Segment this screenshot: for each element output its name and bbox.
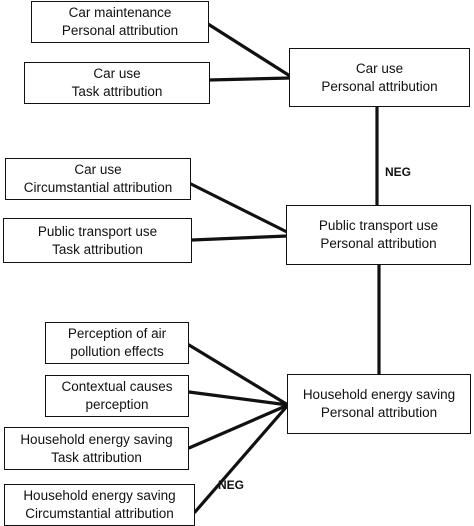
node-line: Task attribution xyxy=(51,449,142,465)
node-line: Personal attribution xyxy=(321,78,438,94)
edge-household-task-to-household-energy-personal xyxy=(187,403,290,450)
node-public-transport-personal: Public transport use Personal attributio… xyxy=(286,205,471,265)
node-line: pollution effects xyxy=(70,344,164,359)
node-line: Personal attribution xyxy=(61,23,179,38)
node-line: Car use xyxy=(355,60,404,76)
node-public-transport-task: Public transport use Task attribution xyxy=(3,218,192,263)
node-line: perception xyxy=(85,397,149,412)
edge-public-transport-task-to-public-transport-personal xyxy=(190,234,289,242)
node-line: Public transport use xyxy=(318,218,439,233)
edge-car-use-task-to-car-use-personal xyxy=(207,76,292,82)
node-line: Household energy saving xyxy=(20,431,173,447)
edge-household-circumstantial-to-household-energy-personal xyxy=(193,403,290,514)
node-car-use-task: Car use Task attribution xyxy=(24,62,210,104)
node-household-energy-circumstantial: Household energy saving Circumstantial a… xyxy=(4,484,195,526)
edge-car-use-circumstantial-to-public-transport-personal xyxy=(189,182,289,234)
node-household-energy-personal: Household energy saving Personal attribu… xyxy=(287,374,471,434)
node-line: Household energy saving xyxy=(302,387,456,402)
node-line: Contextual causes xyxy=(61,379,173,394)
edge-label-neg: NEG xyxy=(218,478,245,492)
node-car-use-circumstantial: Car use Circumstantial attribution xyxy=(5,158,191,200)
node-line: Household energy saving xyxy=(23,488,176,503)
node-line: Task attribution xyxy=(52,241,143,257)
node-car-use-personal: Car use Personal attribution xyxy=(289,48,470,107)
edge-car-maintenance-to-car-use-personal xyxy=(206,22,292,78)
node-line: Circumstantial attribution xyxy=(25,506,174,521)
node-household-energy-task: Household energy saving Task attribution xyxy=(4,427,189,470)
node-car-maintenance: Car maintenance Personal attribution xyxy=(31,1,209,43)
node-line: Car use xyxy=(93,66,141,81)
node-line: Public transport use xyxy=(37,223,158,239)
edge-label-neg: NEG xyxy=(385,165,412,179)
node-line: Perception of air xyxy=(67,326,167,341)
node-line: Circumstantial attribution xyxy=(23,180,173,195)
node-perception-air-pollution: Perception of air pollution effects xyxy=(45,322,189,364)
node-line: Personal attribution xyxy=(320,405,438,420)
node-contextual-causes: Contextual causes perception xyxy=(45,375,189,417)
node-line: Car maintenance xyxy=(68,5,172,20)
node-line: Personal attribution xyxy=(320,236,437,251)
node-line: Car use xyxy=(74,162,122,177)
edge-contextual-causes-to-household-energy-personal xyxy=(187,390,290,407)
edge-perception-to-household-energy-personal xyxy=(187,343,290,407)
node-line: Task attribution xyxy=(71,84,163,99)
